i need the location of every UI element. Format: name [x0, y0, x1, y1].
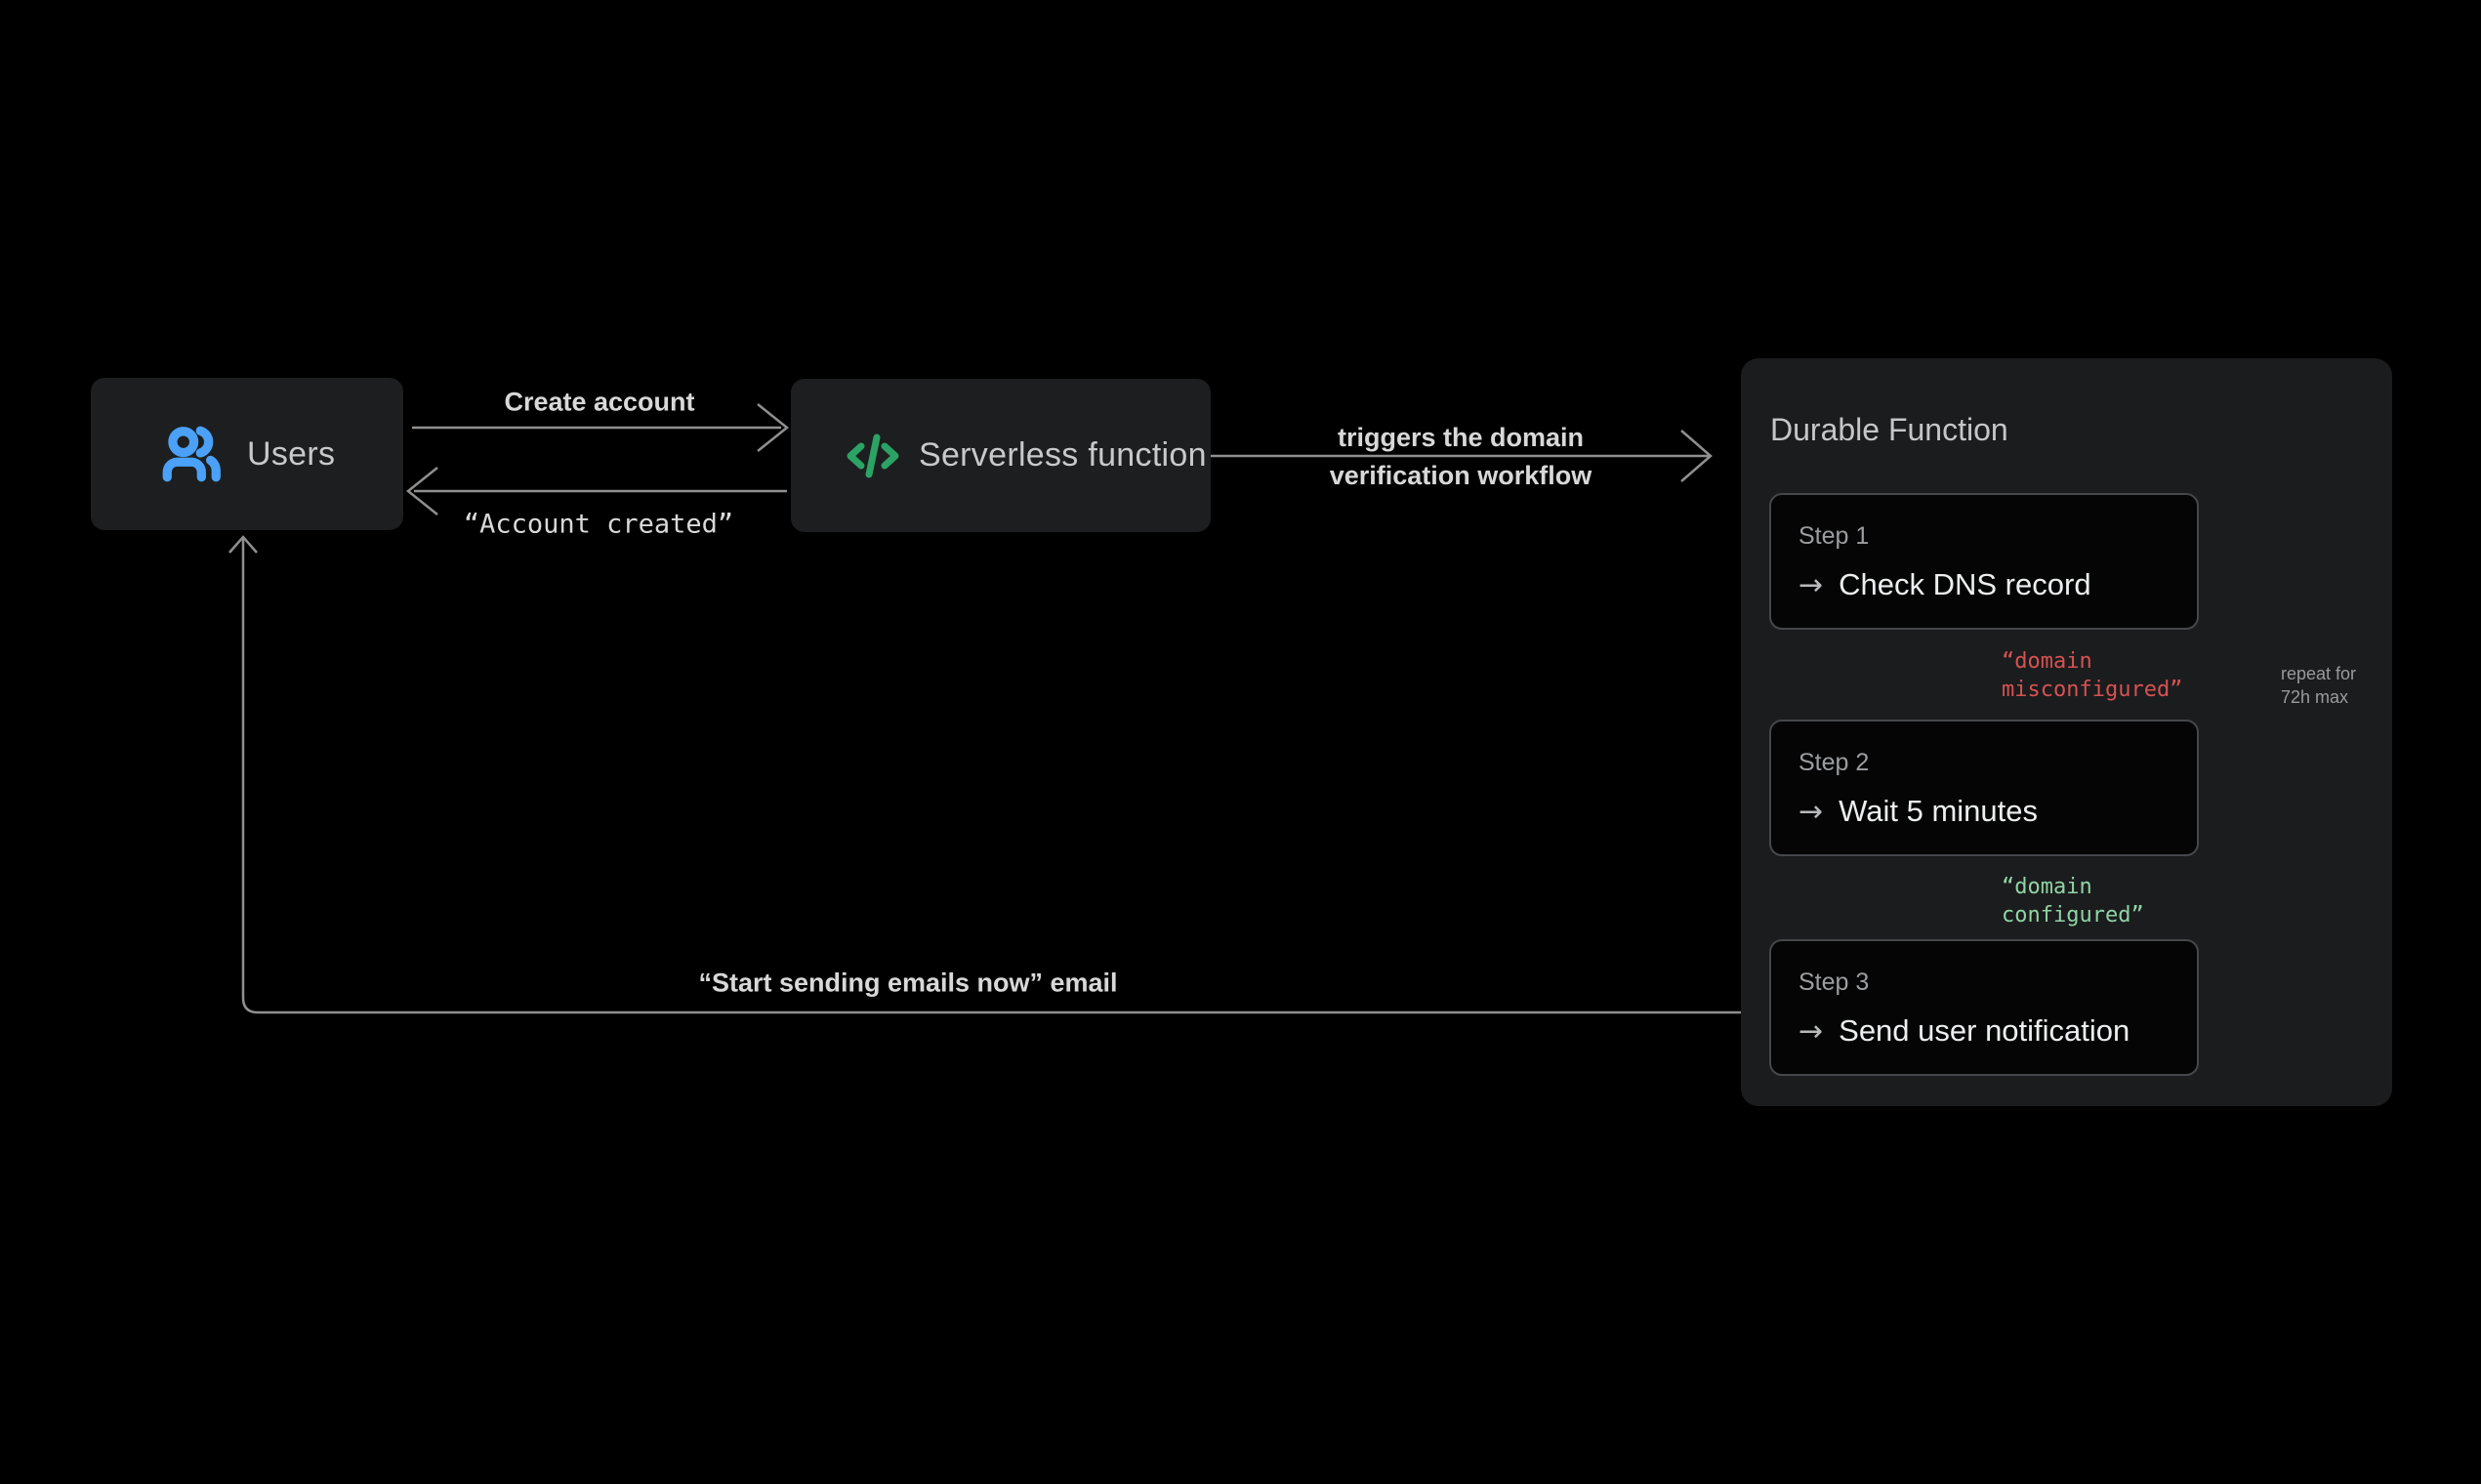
step-1-name: Step 1	[1799, 522, 1870, 550]
step-2-action: → Wait 5 minutes	[1799, 794, 2038, 829]
code-icon	[845, 431, 901, 481]
domain-configured-label: “domain configured”	[2002, 873, 2144, 929]
repeat-loop-label: repeat for 72h max	[2281, 662, 2356, 709]
durable-function-title: Durable Function	[1770, 412, 2008, 447]
step-2-name: Step 2	[1799, 749, 1870, 776]
start-sending-emails-label: “Start sending emails now” email	[698, 968, 1118, 998]
users-node-label: Users	[247, 434, 336, 473]
users-icon	[159, 425, 224, 483]
step-3-action: → Send user notification	[1799, 1013, 2130, 1049]
trigger-workflow-label-line2: verification workflow	[1329, 461, 1592, 490]
create-account-arrowhead	[757, 403, 790, 452]
trigger-workflow-label-line1: triggers the domain	[1337, 423, 1585, 452]
step-3-box: Step 3 → Send user notification	[1769, 939, 2199, 1076]
account-created-label: “Account created”	[463, 509, 734, 540]
users-node: Users	[91, 378, 403, 530]
step-3-name: Step 3	[1799, 969, 1870, 996]
step-1-box: Step 1 → Check DNS record	[1769, 493, 2199, 630]
repeat-loop-label-line2: 72h max	[2281, 687, 2349, 707]
domain-configured-line1: “domain	[2002, 875, 2092, 899]
trigger-arrowhead	[1680, 430, 1713, 482]
repeat-loop-label-line1: repeat for	[2281, 664, 2357, 683]
account-created-arrowhead	[405, 467, 438, 515]
arrow-right-icon: →	[1799, 1013, 1824, 1049]
email-return-arrowhead	[228, 535, 258, 554]
step-1-action: → Check DNS record	[1799, 567, 2091, 602]
email-return-line	[241, 539, 1769, 1014]
domain-configured-line2: configured”	[2002, 903, 2144, 928]
step-2-action-label: Wait 5 minutes	[1839, 794, 2039, 828]
domain-misconfigured-line2: misconfigured”	[2002, 678, 2183, 702]
step-2-box: Step 2 → Wait 5 minutes	[1769, 720, 2199, 856]
create-account-label: Create account	[504, 387, 695, 417]
arrow-right-icon: →	[1799, 567, 1824, 602]
serverless-node-label: Serverless function	[919, 436, 1207, 474]
domain-misconfigured-label: “domain misconfigured”	[2002, 647, 2182, 704]
step-1-action-label: Check DNS record	[1839, 567, 2091, 601]
domain-misconfigured-line1: “domain	[2002, 649, 2092, 674]
step-3-action-label: Send user notification	[1839, 1013, 2130, 1048]
serverless-function-node: Serverless function	[791, 379, 1211, 532]
arrow-right-icon: →	[1799, 794, 1824, 829]
trigger-workflow-label: triggers the domain verification workflo…	[1330, 419, 1592, 495]
